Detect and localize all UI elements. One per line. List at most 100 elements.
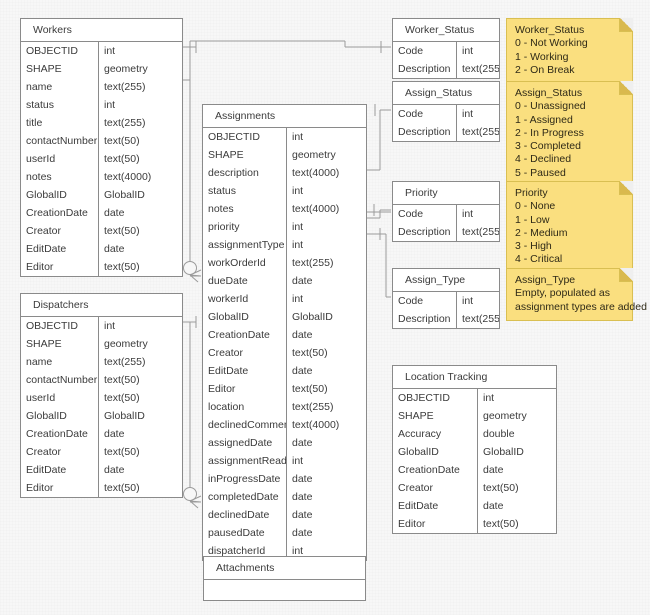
note-fold-corner-icon (619, 181, 633, 195)
note-title: Priority (515, 187, 548, 199)
field-type: text(255) (462, 313, 499, 325)
field-type: date (104, 464, 125, 476)
field-type: text(50) (104, 446, 140, 458)
note-line: 0 - None (515, 200, 556, 213)
field-name: priority (203, 218, 287, 236)
note-title: Assign_Type (515, 274, 576, 286)
field-name: OBJECTID (21, 317, 99, 335)
field-type: date (292, 365, 313, 377)
field-type: text(50) (292, 347, 328, 359)
field-row: Description text(255) (393, 223, 499, 241)
field-type: text(50) (483, 482, 519, 494)
note-line: 3 - Completed (515, 140, 581, 153)
field-type: geometry (292, 149, 336, 161)
field-name: OBJECTID (393, 389, 478, 407)
field-type: GlobalID (292, 311, 333, 323)
field-row: dueDate date (203, 272, 366, 290)
field-name: contactNumber (21, 371, 99, 389)
note-title: Assign_Status (515, 87, 583, 99)
field-name: SHAPE (21, 60, 99, 78)
field-name: dueDate (203, 272, 287, 290)
field-type: date (292, 437, 313, 449)
field-type: geometry (104, 63, 148, 75)
note-line: 4 - Declined (515, 153, 572, 166)
field-name: name (21, 78, 99, 96)
field-type: text(4000) (292, 419, 340, 431)
field-name: SHAPE (203, 146, 287, 164)
field-name: dispatcherId (203, 542, 287, 560)
field-type: text(50) (104, 153, 140, 165)
field-type: text(50) (104, 135, 140, 147)
field-type: date (104, 243, 125, 255)
field-row: Creator text(50) (393, 479, 556, 497)
entity-attachments[interactable]: Attachments (203, 556, 366, 601)
field-type: date (292, 275, 313, 287)
note-title: Worker_Status (515, 24, 585, 36)
field-name: OBJECTID (203, 128, 287, 146)
field-type: text(255) (104, 81, 146, 93)
field-name: Editor (21, 479, 99, 497)
field-type: int (292, 545, 304, 557)
field-name: CreationDate (21, 204, 99, 222)
field-name: GlobalID (21, 407, 99, 425)
field-name: Description (393, 60, 457, 78)
field-type: int (104, 99, 116, 111)
field-type: text(255) (462, 226, 499, 238)
field-type: date (483, 500, 504, 512)
field-name: EditDate (203, 362, 287, 380)
field-name: assignmentRead (203, 452, 287, 470)
field-name: Creator (393, 479, 478, 497)
field-name: description (203, 164, 287, 182)
field-name: SHAPE (21, 335, 99, 353)
field-name: Accuracy (393, 425, 478, 443)
field-type: int (292, 131, 304, 143)
entity-title: Priority (393, 182, 499, 205)
field-row: contactNumber text(50) (21, 132, 182, 150)
field-name: Editor (393, 515, 478, 533)
field-row: OBJECTID int (203, 128, 366, 146)
field-name: EditDate (393, 497, 478, 515)
field-type: text(255) (462, 126, 499, 138)
field-type: text(50) (104, 225, 140, 237)
field-name: contactNumber (21, 132, 99, 150)
note-line: 2 - On Break (515, 63, 575, 76)
note-fold-corner-icon (619, 81, 633, 95)
note-line: 2 - Medium (515, 226, 568, 239)
field-name: inProgressDate (203, 470, 287, 488)
field-name: CreationDate (393, 461, 478, 479)
field-name: Description (393, 223, 457, 241)
